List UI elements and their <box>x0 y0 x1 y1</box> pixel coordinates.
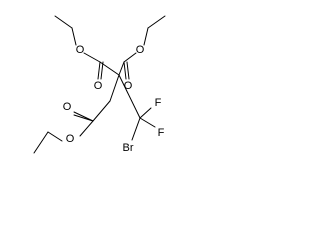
bond <box>100 61 104 80</box>
atom-label-fluorine: F <box>155 97 162 109</box>
bond <box>71 27 77 46</box>
bond <box>54 15 73 29</box>
bond <box>99 61 120 76</box>
bond <box>131 117 141 141</box>
atom-label-oxygen: O <box>76 44 85 56</box>
atom-label-oxygen: O <box>94 80 103 92</box>
bond <box>83 52 101 63</box>
bond <box>47 131 63 142</box>
bond <box>123 61 127 80</box>
bond <box>92 100 111 122</box>
atom-label-oxygen: O <box>63 101 72 113</box>
bond <box>139 107 152 119</box>
bond <box>97 61 101 80</box>
molecule-structure: O O O O O O F F Br <box>33 15 166 154</box>
bond <box>147 15 166 29</box>
atom-label-oxygen: O <box>124 80 133 92</box>
bond <box>126 61 130 80</box>
structure-canvas: O O O O O O F F Br <box>0 0 201 179</box>
bond <box>123 52 137 63</box>
atom-label-oxygen: O <box>136 44 145 56</box>
atom-label-fluorine: F <box>158 127 165 139</box>
atom-label-oxygen: O <box>66 133 75 145</box>
bond <box>139 117 156 128</box>
bond <box>73 114 94 122</box>
bond <box>118 74 141 119</box>
bond <box>143 27 149 46</box>
atom-label-bromine: Br <box>123 142 134 154</box>
bond <box>79 120 94 137</box>
bond <box>118 61 125 76</box>
bond <box>33 131 49 154</box>
bond <box>109 74 120 102</box>
